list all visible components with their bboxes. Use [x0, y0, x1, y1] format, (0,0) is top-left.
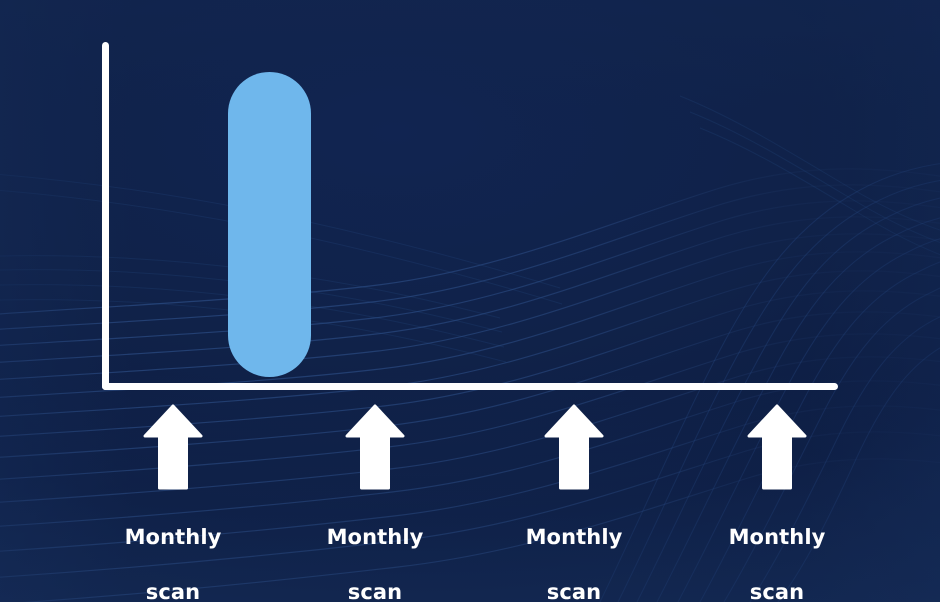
up-arrow-icon: [345, 404, 405, 490]
monthly-scan-label-line1: Monthly: [525, 525, 623, 550]
monthly-scan-label-line2: scan: [749, 579, 805, 602]
monthly-scan-label-2: Monthly scan: [285, 497, 465, 602]
monthly-scan-label-1: Monthly scan: [83, 497, 263, 602]
up-arrow-icon: [747, 404, 807, 490]
up-arrow-icon: [544, 404, 604, 490]
monthly-scan-label-line2: scan: [145, 579, 201, 602]
monthly-scan-label-line2: scan: [546, 579, 602, 602]
monthly-scan-label-line1: Monthly: [728, 525, 826, 550]
monthly-scan-label-line1: Monthly: [124, 525, 222, 550]
monthly-scan-label-3: Monthly scan: [484, 497, 664, 602]
monthly-scan-label-4: Monthly scan: [687, 497, 867, 602]
monthly-scan-label-line2: scan: [347, 579, 403, 602]
up-arrow-icon: [143, 404, 203, 490]
monthly-scan-label-line1: Monthly: [326, 525, 424, 550]
